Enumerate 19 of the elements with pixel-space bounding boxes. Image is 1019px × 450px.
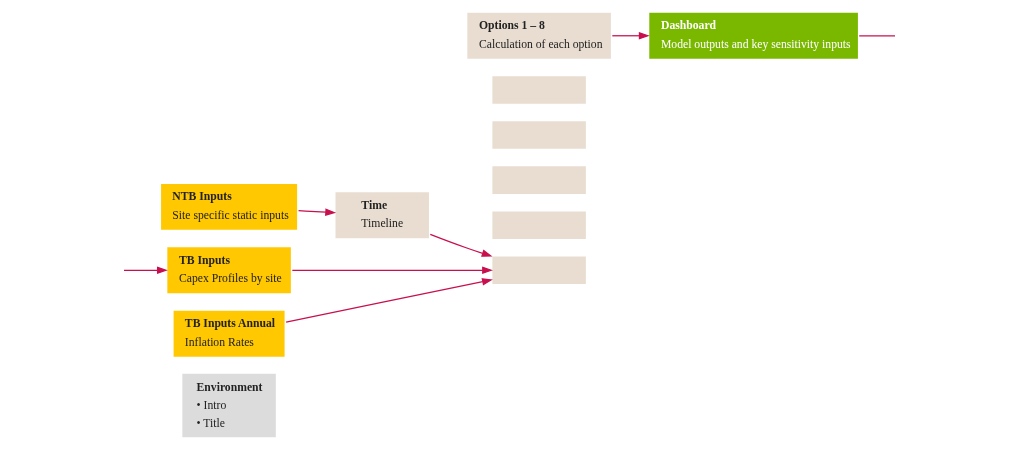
- node-box: TB Inputs Capex Profiles by site: [164, 244, 294, 296]
- node-box: Environment • Intro • Title: [179, 371, 279, 440]
- arrow: [611, 31, 650, 40]
- node-box: [489, 163, 589, 197]
- node-box: TB Inputs Annual Inflation Rates: [171, 308, 288, 360]
- node-box: Time Timeline: [333, 189, 432, 241]
- arrow: [291, 266, 493, 275]
- node-box: Dashboard Model outputs and key sensitivity inputs: [646, 10, 861, 62]
- arrow: [123, 266, 168, 275]
- node-box: [489, 254, 589, 287]
- node-box: [489, 118, 589, 152]
- node-box: [489, 208, 589, 242]
- arrow: [429, 233, 493, 257]
- node-box: Options 1 – 8 Calculation of each option: [464, 10, 614, 62]
- node-box: [489, 73, 589, 107]
- arrow: [297, 208, 337, 216]
- arrow: [285, 278, 493, 323]
- connector: [858, 35, 896, 37]
- node-box: NTB Inputs Site specific static inputs: [158, 181, 300, 233]
